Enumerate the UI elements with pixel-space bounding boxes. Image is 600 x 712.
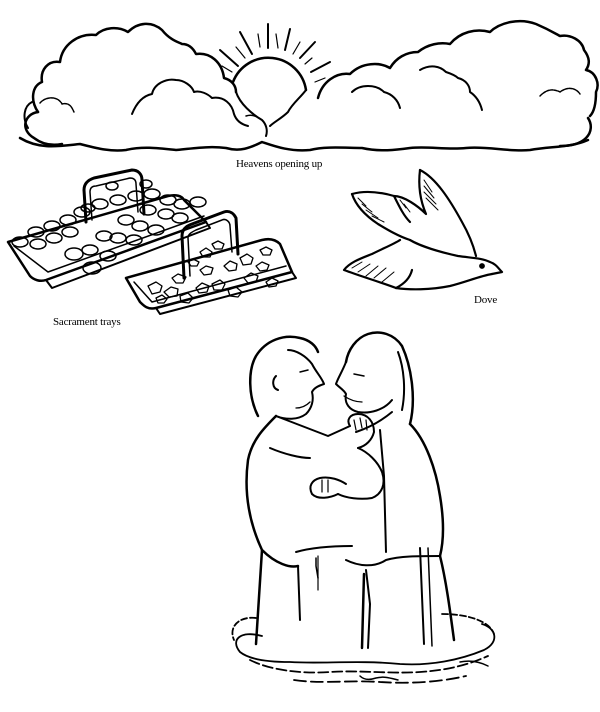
baptism-illustration [232,333,494,683]
label-dove: Dove [474,294,498,306]
dove-illustration [344,170,502,289]
sun-icon [220,24,330,90]
sacrament-cups [12,180,206,274]
right-cloud [318,21,598,146]
water-ripples [232,614,494,683]
clasped-hands [310,414,383,499]
bread-pieces [148,241,278,303]
sacrament-trays-illustration [8,170,296,314]
john-figure [247,337,352,644]
label-heavens-opening-up: Heavens opening up [236,158,323,170]
label-sacrament-trays: Sacrament trays [53,316,121,328]
left-cloud [25,24,248,145]
heavens-illustration [20,21,598,150]
jesus-figure [336,333,454,649]
cup-tray [8,170,210,288]
dove-icon [344,170,502,289]
cloud-bottom [20,90,588,151]
bread-tray [126,211,296,314]
feather-hatching [352,180,438,282]
